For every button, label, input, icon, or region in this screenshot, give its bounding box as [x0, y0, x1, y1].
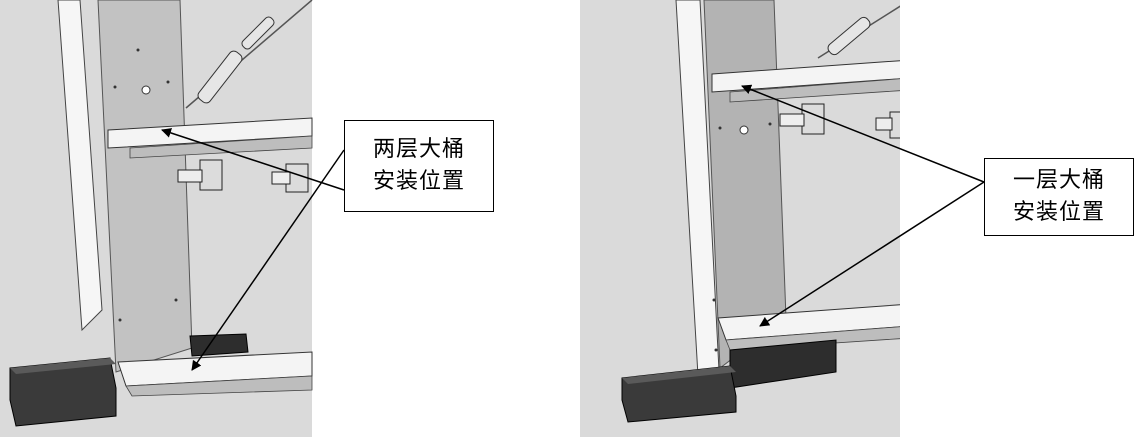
left-panel-screw	[166, 80, 170, 84]
right-panel-screw	[768, 122, 772, 126]
right-base-foot-top	[622, 366, 736, 384]
right-cabinet-illustration	[580, 0, 900, 437]
left-cabinet-drawing	[0, 0, 313, 437]
left-callout-box: 两层大桶 安装位置	[344, 120, 494, 212]
right-turnbuckle	[827, 16, 871, 56]
right-panel-screw	[712, 298, 716, 302]
right-callout-box: 一层大桶 安装位置	[984, 158, 1134, 236]
left-latch-2-handle	[271, 171, 291, 185]
right-upper-shelf	[711, 60, 900, 93]
right-panel-screw	[718, 126, 722, 130]
right-latch-1-handle	[779, 113, 805, 127]
right-bottom-shelf-edge	[725, 326, 900, 351]
left-panel-screw	[118, 318, 122, 322]
right-panel-screw	[714, 348, 718, 352]
right-cabinet-drawing	[580, 0, 900, 437]
left-base-rear	[189, 333, 249, 357]
right-latch-1	[801, 103, 825, 135]
right-latch-2-handle	[875, 117, 893, 131]
left-front-post	[57, 0, 103, 332]
left-bottom-shelf-edge	[125, 375, 313, 397]
right-callout-line2: 安装位置	[1012, 200, 1105, 225]
left-latch-1	[199, 159, 223, 191]
left-panel-hole	[141, 85, 151, 95]
left-latch-1-handle	[177, 169, 203, 183]
left-panel-screw	[113, 85, 117, 89]
left-cabinet-illustration	[0, 0, 320, 437]
left-panel-screw	[136, 48, 140, 52]
left-base-foot-top	[10, 358, 116, 374]
left-panel-screw	[174, 298, 178, 302]
left-turnbuckle	[197, 50, 243, 104]
left-callout-line1: 两层大桶	[372, 137, 465, 163]
left-turnbuckle-hook	[241, 16, 275, 50]
right-panel-hole	[739, 125, 749, 135]
left-callout-line2: 安装位置	[372, 169, 465, 194]
right-callout-line1: 一层大桶	[1012, 168, 1105, 194]
